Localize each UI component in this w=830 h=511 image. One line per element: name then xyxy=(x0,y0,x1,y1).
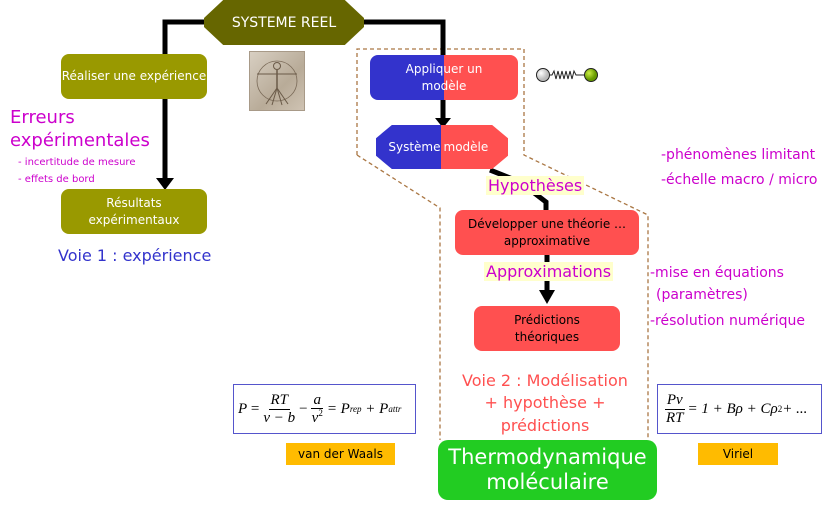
model-region-outline-left xyxy=(356,154,441,440)
thermodynamique-moleculaire-node[interactable]: Thermodynamique moléculaire xyxy=(438,440,657,500)
appliquer-modele-node[interactable]: Appliquer un modèle xyxy=(370,55,518,100)
approx-note-2: (paramètres) xyxy=(656,287,748,303)
approx-note-1: -mise en équations xyxy=(650,265,784,281)
resultats-experimentaux-label: Résultats expérimentaux xyxy=(88,196,180,227)
arrowhead-model-system xyxy=(435,118,451,128)
approx-note-3: -résolution numérique xyxy=(650,313,806,329)
model-region-outline xyxy=(356,48,649,440)
vitruvian-man-image xyxy=(249,51,305,111)
appliquer-modele-label: Appliquer un modèle xyxy=(405,62,483,93)
error-item-2: - effets de bord xyxy=(18,174,95,185)
approximations-label: Approximations xyxy=(484,262,614,281)
developper-theorie-node[interactable]: Développer une théorie … approximative xyxy=(455,210,639,255)
hypotheses-label: Hypothèses xyxy=(486,176,585,195)
realiser-experience-node[interactable]: Réaliser une expérience xyxy=(61,54,207,99)
systeme-reel-node[interactable]: SYSTEME REEL xyxy=(204,0,364,45)
vitruvian-figure-icon xyxy=(256,60,298,106)
realiser-experience-label: Réaliser une expérience xyxy=(61,69,207,84)
voie1-label: Voie 1 : expérience xyxy=(58,246,212,265)
systeme-modele-node[interactable]: Système modèle xyxy=(376,125,508,169)
resultats-experimentaux-node[interactable]: Résultats expérimentaux xyxy=(61,189,207,234)
error-item-1: - incertitude de mesure xyxy=(18,157,136,168)
thermodynamique-moleculaire-label: Thermodynamique moléculaire xyxy=(448,444,647,494)
predictions-label: Prédictions théoriques xyxy=(514,313,580,344)
systeme-reel-label: SYSTEME REEL xyxy=(231,14,337,31)
molecule-spring-icon xyxy=(536,68,598,82)
systeme-modele-label-left: Système xyxy=(388,140,441,154)
hypotheses-note-2: -échelle macro / micro xyxy=(661,172,818,188)
van-der-waals-label: van der Waals xyxy=(286,443,395,465)
arrowhead-predictions xyxy=(539,290,555,304)
developper-theorie-label: Développer une théorie … approximative xyxy=(467,217,627,248)
systeme-modele-label-right: modèle xyxy=(443,140,489,154)
predictions-node[interactable]: Prédictions théoriques xyxy=(474,306,620,351)
connector-to-voie1 xyxy=(162,19,206,55)
arrowhead-results xyxy=(156,178,174,190)
erreurs-experimentales-title: Erreurs expérimentales xyxy=(10,107,150,151)
voie2-label: Voie 2 : Modélisation + hypothèse + préd… xyxy=(462,371,628,435)
virial-label: Viriel xyxy=(698,443,778,465)
hypotheses-note-1: -phénomènes limitant xyxy=(661,147,816,163)
